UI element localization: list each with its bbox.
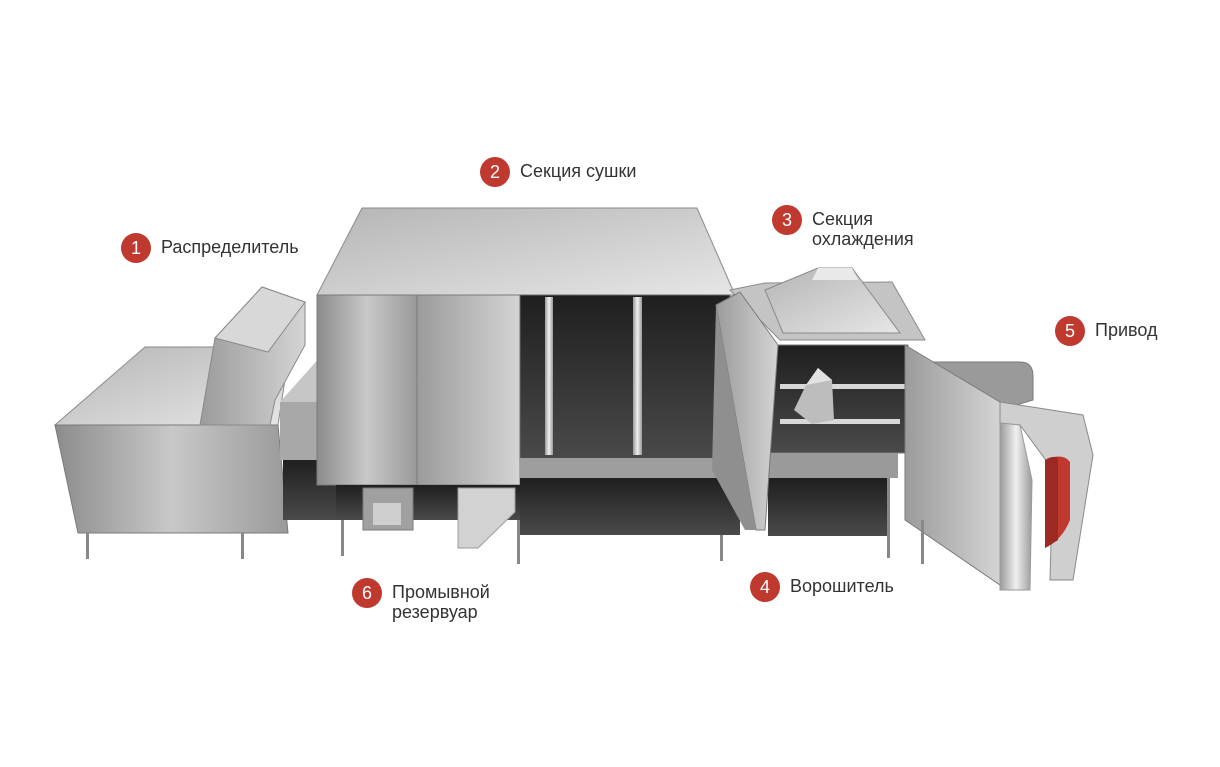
cooling-section [712,267,926,558]
callout-number: 6 [352,578,382,608]
callout-cooling-section: 3 Секция охлаждения [772,205,914,249]
callout-label: Промывной резервуар [392,582,490,622]
wash-reservoir [362,487,516,549]
callout-label: Привод [1095,320,1158,340]
callout-wash-reservoir: 6 Промывной резервуар [352,578,490,622]
callout-drive: 5 Привод [1055,316,1157,346]
callout-number: 1 [121,233,151,263]
callout-number: 3 [772,205,802,235]
callout-number: 4 [750,572,780,602]
callout-drying-section: 2 Секция сушки [480,157,636,187]
distributor-unit [53,286,338,559]
callout-agitator: 4 Ворошитель [750,572,894,602]
callout-label: Секция охлаждения [812,209,914,249]
callout-number: 5 [1055,316,1085,346]
callout-label: Распределитель [161,237,299,257]
agitator [780,368,905,424]
callout-label: Ворошитель [790,576,894,596]
callout-label: Секция сушки [520,161,637,181]
drive-unit [904,344,1094,591]
callout-number: 2 [480,157,510,187]
callout-distributor: 1 Распределитель [121,233,299,263]
